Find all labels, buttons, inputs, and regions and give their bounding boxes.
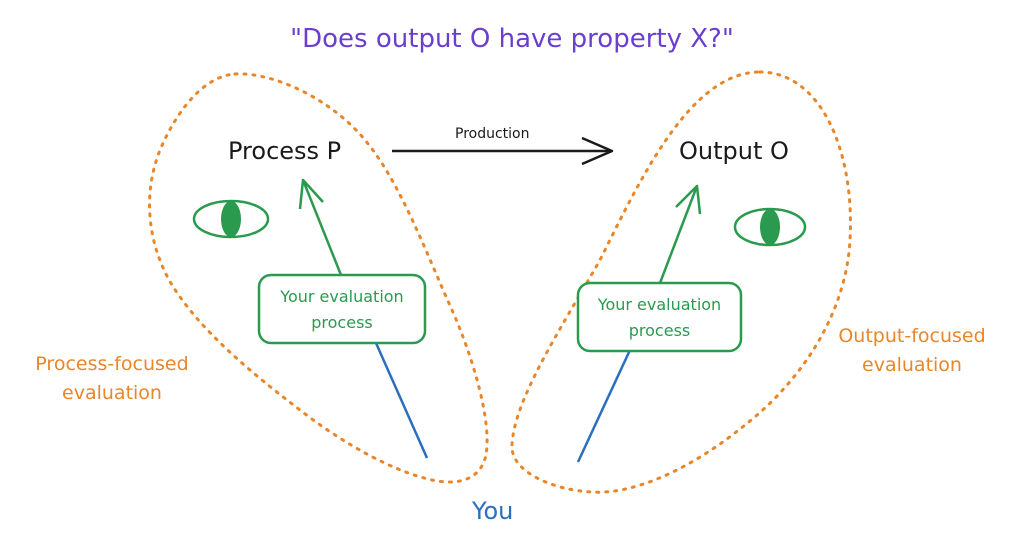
process-focused-region-outline	[148, 72, 489, 484]
right-eye-icon	[733, 207, 807, 247]
output-node-label: Output O	[679, 137, 789, 165]
output-focused-region-outline	[510, 70, 852, 494]
observer-line-left	[374, 342, 429, 459]
evaluation-box-right-text: Your evaluation process	[597, 295, 722, 340]
process-node-label: Process P	[228, 137, 342, 165]
output-focused-label: Output-focused evaluation	[838, 325, 986, 376]
evaluation-arrow-right	[658, 184, 702, 284]
evaluation-box-left	[257, 273, 427, 345]
evaluation-box-left-text: Your evaluation process	[280, 287, 404, 332]
production-edge-label: Production	[455, 126, 530, 142]
left-eye-icon	[192, 199, 270, 239]
observer-label: You	[472, 497, 514, 525]
production-arrow	[392, 136, 614, 166]
question-title: "Does output O have property X?"	[290, 24, 734, 54]
evaluation-box-right	[576, 281, 743, 353]
evaluation-arrow-left	[298, 178, 343, 276]
process-focused-label: Process-focused evaluation	[35, 353, 189, 404]
observer-line-right	[576, 349, 632, 463]
